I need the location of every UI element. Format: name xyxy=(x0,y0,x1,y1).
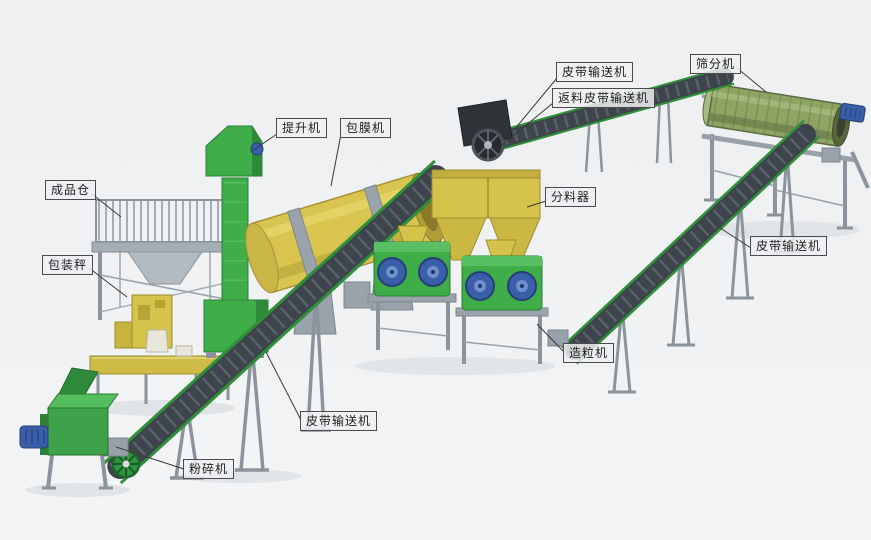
label-belt-conveyor-top: 皮带输送机 xyxy=(556,62,634,82)
granulator-graphic xyxy=(367,225,549,364)
label-screening-machine: 筛分机 xyxy=(690,54,742,74)
label-finished-product-bin: 成品仓 xyxy=(45,180,97,200)
packing-scale-graphic xyxy=(89,294,233,404)
label-coating-machine: 包膜机 xyxy=(340,118,392,138)
head-pulley-wheel xyxy=(471,128,505,162)
screener-motor xyxy=(839,102,866,123)
belt-conveyor-front-graphic xyxy=(102,159,454,485)
label-distributor: 分料器 xyxy=(545,187,597,207)
tail-wheel xyxy=(111,449,141,479)
label-packing-scale: 包装秤 xyxy=(42,255,94,275)
label-return-belt-conveyor: 返料皮带输送机 xyxy=(552,88,656,108)
crusher-graphic xyxy=(19,367,129,490)
label-granulator: 造粒机 xyxy=(563,343,615,363)
distributor-graphic xyxy=(431,169,541,261)
belt-conveyor-right-graphic xyxy=(547,119,820,394)
return-belt-conveyor-graphic xyxy=(457,65,735,173)
label-bucket-elevator: 提升机 xyxy=(276,118,328,138)
label-belt-conveyor-front: 皮带输送机 xyxy=(300,411,378,431)
label-crusher: 粉碎机 xyxy=(183,459,235,479)
label-belt-conveyor-right: 皮带输送机 xyxy=(750,236,828,256)
leader-lines xyxy=(88,67,767,470)
crusher-motor xyxy=(19,425,49,449)
